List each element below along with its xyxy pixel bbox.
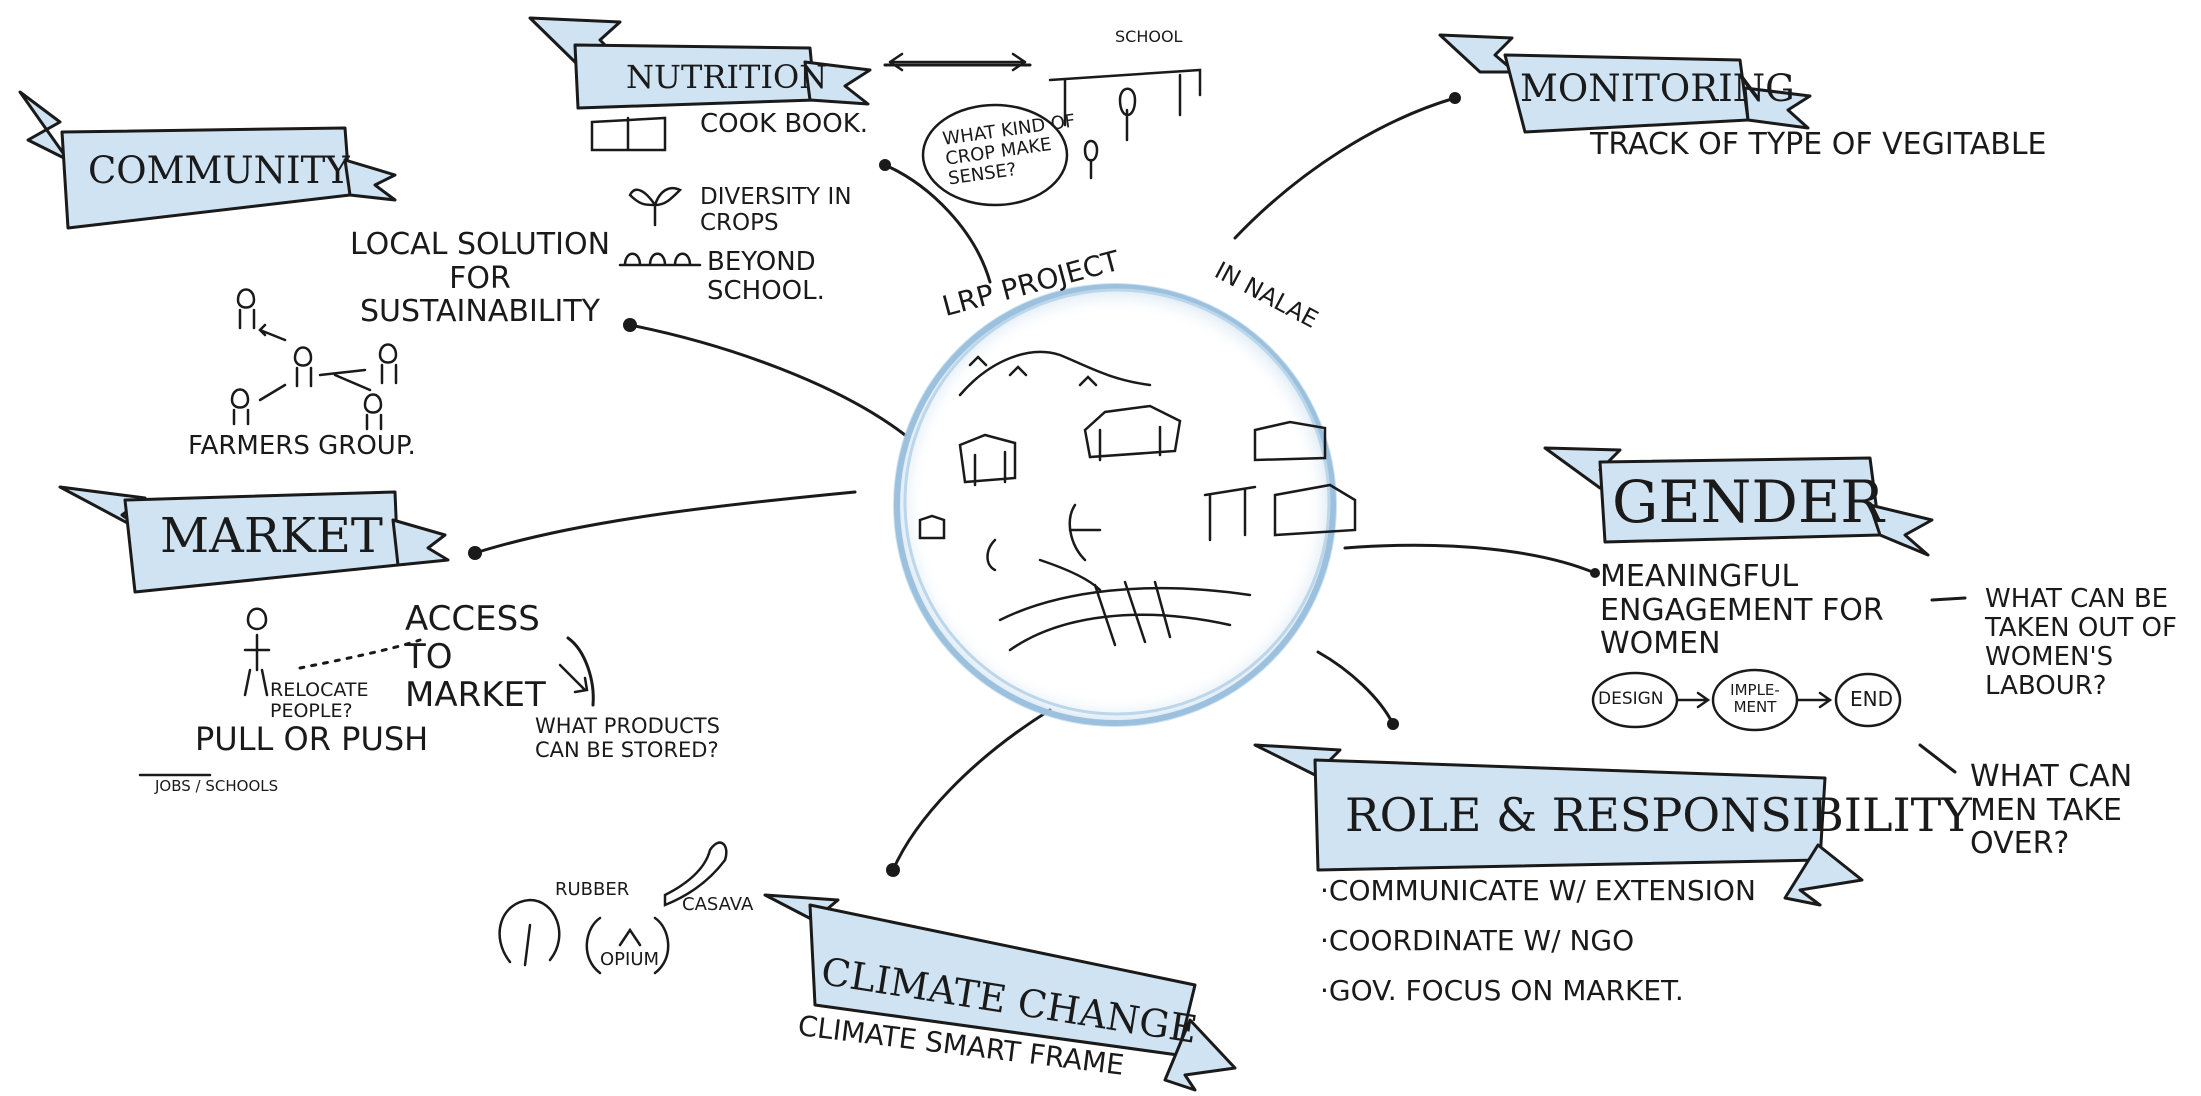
flow-node-end (1834, 672, 1902, 728)
market-stall (1253, 420, 1327, 462)
person-icon-center (293, 346, 313, 388)
connector-gender-q2 (1918, 743, 1957, 774)
school-person-icon (1118, 87, 1137, 142)
gender-engagement: MEANINGFUL ENGAGEMENT for WOMEN (1600, 559, 1884, 662)
sprout-icon (628, 186, 683, 227)
gender-question-2: WHAT CAN MEN TAKE OVER? (1970, 759, 2133, 862)
hut (958, 433, 1017, 487)
connector-relocate (298, 638, 422, 670)
gender-banner (1543, 446, 1934, 557)
monitoring-note: TRACK of TYPE of VEGITABLE (1590, 127, 2047, 162)
market-banner (58, 485, 450, 594)
product-casava: CASAVA (682, 894, 754, 915)
flow-label-implement: IMPLE-MENT (1730, 681, 1780, 716)
market-relocate: RELOCATE PEOPLE? (270, 679, 369, 723)
person-icon-right (378, 343, 398, 385)
book-icon (590, 116, 667, 152)
connector-dots (468, 92, 1600, 877)
school-icon (1048, 68, 1202, 127)
connector-access (566, 636, 595, 707)
connector-nutrition (883, 163, 992, 284)
flow-label-end: END (1850, 687, 1893, 711)
villager (1068, 503, 1102, 562)
connector-market (473, 490, 857, 555)
market-banner-label: MARKET (160, 508, 383, 564)
group-arrows (258, 323, 372, 402)
community-solution: LOCAL SOLUTION for SUSTAINABILITY (349, 227, 611, 330)
person-icon-bottom (363, 393, 383, 431)
relocate-person-icon (243, 607, 271, 697)
flow-arrow-2 (1795, 691, 1833, 709)
house (1083, 404, 1182, 462)
product-opium: OPIUM (600, 949, 660, 970)
person-icon-top (236, 288, 256, 330)
role-item-communicate: ·COMMUNICATE W/ EXTENSION (1320, 874, 1756, 907)
role-item-gov: ·GOV. focus on MARKET. (1320, 974, 1684, 1007)
students-icon (618, 252, 702, 267)
market-access: ACCESS to MARKET (405, 599, 546, 716)
connector-monitoring (1233, 96, 1457, 240)
market-products-question: WHAT PRODUCTS CAN BE STORED? (535, 714, 720, 762)
connector-roles (1316, 650, 1395, 726)
connector-gender (1343, 543, 1597, 575)
nutrition-banner (528, 16, 872, 110)
connector-climate (891, 708, 1052, 872)
market-jobs-schools: JOBS / SCHOOLS (155, 777, 279, 795)
central-illustration (893, 283, 1357, 727)
role-item-coordinate: ·COORDINATE W/ NGO (1320, 924, 1635, 957)
roles-banner-label: ROLE & RESPONSIBILITY (1345, 788, 1972, 842)
gender-question-1: WHAT CAN BE TAKEN OUT of WOMEN'S LABOUR? (1985, 584, 2177, 702)
road-1 (998, 586, 1252, 622)
gate (1203, 485, 1257, 542)
question-bubble (921, 103, 1069, 207)
stall-right (1273, 483, 1357, 537)
connector-gender-q1 (1930, 596, 1967, 602)
connector-community (628, 323, 907, 437)
monitoring-banner-label: MONITORING (1520, 67, 1795, 110)
school-child-icon (1083, 139, 1099, 180)
hill (958, 350, 1152, 397)
opium-icon (585, 916, 670, 975)
community-banner-label: COMMUNITY (88, 149, 350, 192)
casava-icon (663, 841, 728, 907)
road-lines (1093, 580, 1172, 647)
nutrition-item-beyond-school: BEYOND SCHOOL. (707, 247, 825, 307)
person-icon-left (230, 388, 250, 426)
banners (18, 16, 1934, 1092)
nutrition-banner-label: NUTRITION (626, 58, 828, 96)
product-rubber: RUBBER (555, 879, 630, 900)
flow-label-design: DESIGN (1598, 689, 1664, 709)
access-arrow (558, 663, 589, 694)
farmers-group-label: FARMERS GROUP. (188, 431, 416, 461)
figure-group (918, 514, 946, 540)
rubber-tree-icon (498, 898, 561, 967)
market-pull-push: PULL or PUSH (195, 720, 429, 758)
connectors (298, 63, 1967, 872)
school-label: SCHOOL (1115, 27, 1183, 46)
nutrition-item-cookbook: COOK BOOK. (700, 109, 869, 139)
gender-banner-label: GENDER (1612, 468, 1884, 536)
roles-banner (1253, 743, 1864, 907)
community-banner (18, 90, 397, 230)
flow-arrow-1 (1675, 691, 1711, 709)
double-arrow-icon (888, 52, 1027, 72)
nutrition-item-diversity: DIVERSITY IN CROPS (700, 184, 852, 236)
climate-banner (763, 893, 1237, 1092)
trees (968, 355, 1098, 387)
monitoring-banner (1438, 33, 1812, 134)
doodles (138, 52, 1902, 975)
